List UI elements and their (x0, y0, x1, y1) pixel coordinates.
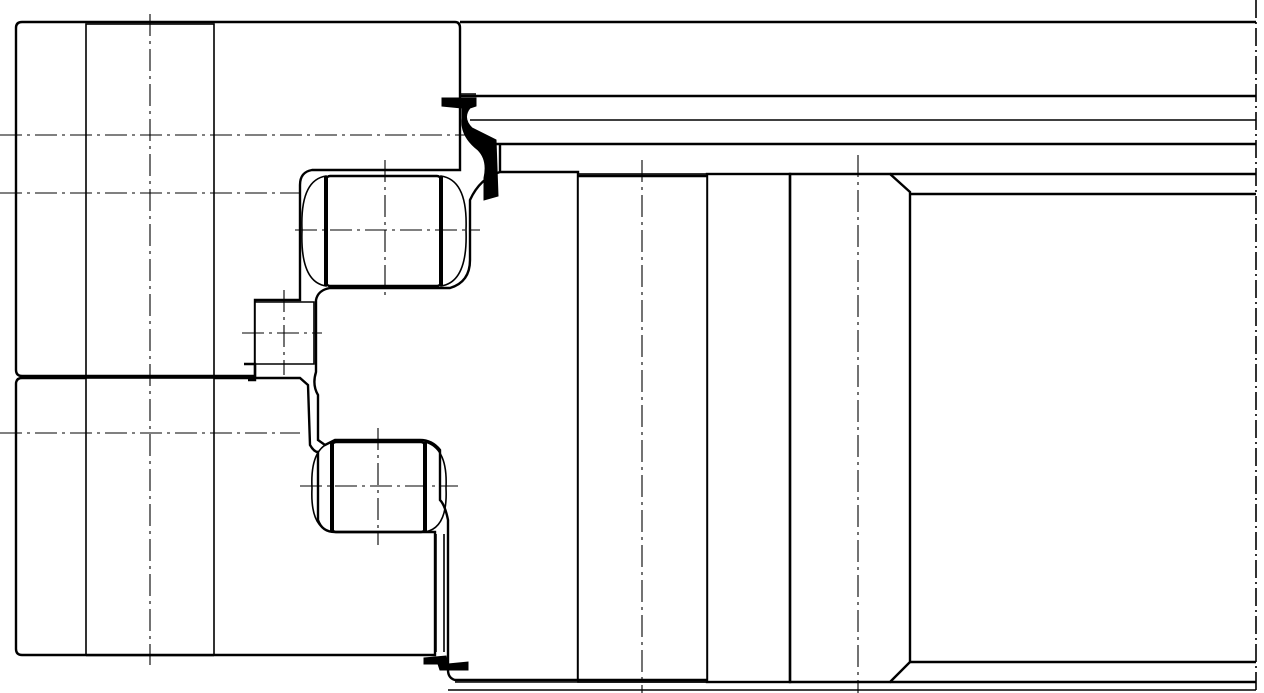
lower-roller (311, 440, 447, 534)
outer-ring-upper (14, 20, 462, 378)
bore-section (705, 172, 1256, 684)
center-lines (0, 14, 859, 693)
inner-ring (313, 170, 580, 682)
housing-lines (448, 0, 1257, 693)
upper-seal (441, 97, 499, 201)
upper-roller (301, 174, 467, 288)
mounting-holes (85, 23, 708, 683)
outer-ring-lower (14, 376, 437, 657)
lower-seal (423, 534, 469, 671)
plug (244, 301, 315, 382)
